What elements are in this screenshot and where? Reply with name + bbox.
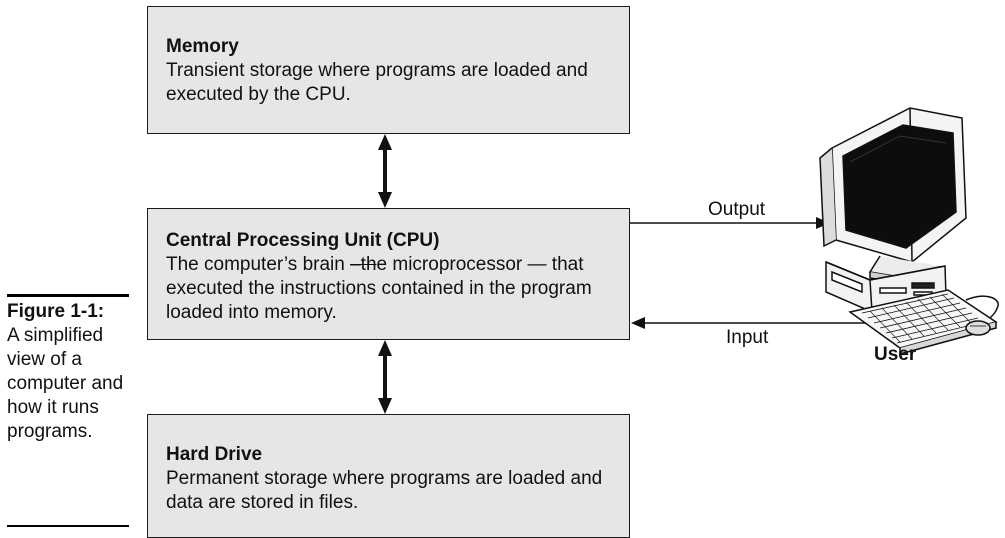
figure-caption-text: A simplified view of a computer and how … xyxy=(7,325,124,442)
figure-label: Figure 1-1: xyxy=(7,301,105,322)
desktop-computer-icon xyxy=(819,107,999,355)
memory-title: Memory xyxy=(166,36,239,57)
cpu-box: Central Processing Unit (CPU) The comput… xyxy=(147,208,630,340)
output-label: Output xyxy=(708,199,766,220)
hard-drive-description: Permanent storage where programs are loa… xyxy=(166,468,603,513)
cpu-title: Central Processing Unit (CPU) xyxy=(166,230,440,251)
input-label: Input xyxy=(726,327,769,348)
user-label: User xyxy=(874,344,917,365)
cpu-description-strike: –th xyxy=(350,254,377,275)
cpu-harddrive-arrow xyxy=(378,340,392,414)
caption-top-rule xyxy=(7,294,129,297)
memory-description: Transient storage where programs are loa… xyxy=(166,60,588,105)
hard-drive-title: Hard Drive xyxy=(166,444,263,465)
caption-bottom-rule xyxy=(7,525,129,527)
cpu-description: The computer’s brain –the microprocessor… xyxy=(166,253,611,325)
hard-drive-box: Hard Drive Permanent storage where progr… xyxy=(147,414,630,538)
figure-caption: Figure 1-1: A simplified view of a compu… xyxy=(7,292,131,444)
memory-box: Memory Transient storage where programs … xyxy=(147,6,630,134)
memory-cpu-arrow xyxy=(378,134,392,208)
cpu-description-part2: e microprocessor — that executed the ins… xyxy=(166,254,592,323)
cpu-description-part1: The computer’s brain xyxy=(166,254,351,275)
